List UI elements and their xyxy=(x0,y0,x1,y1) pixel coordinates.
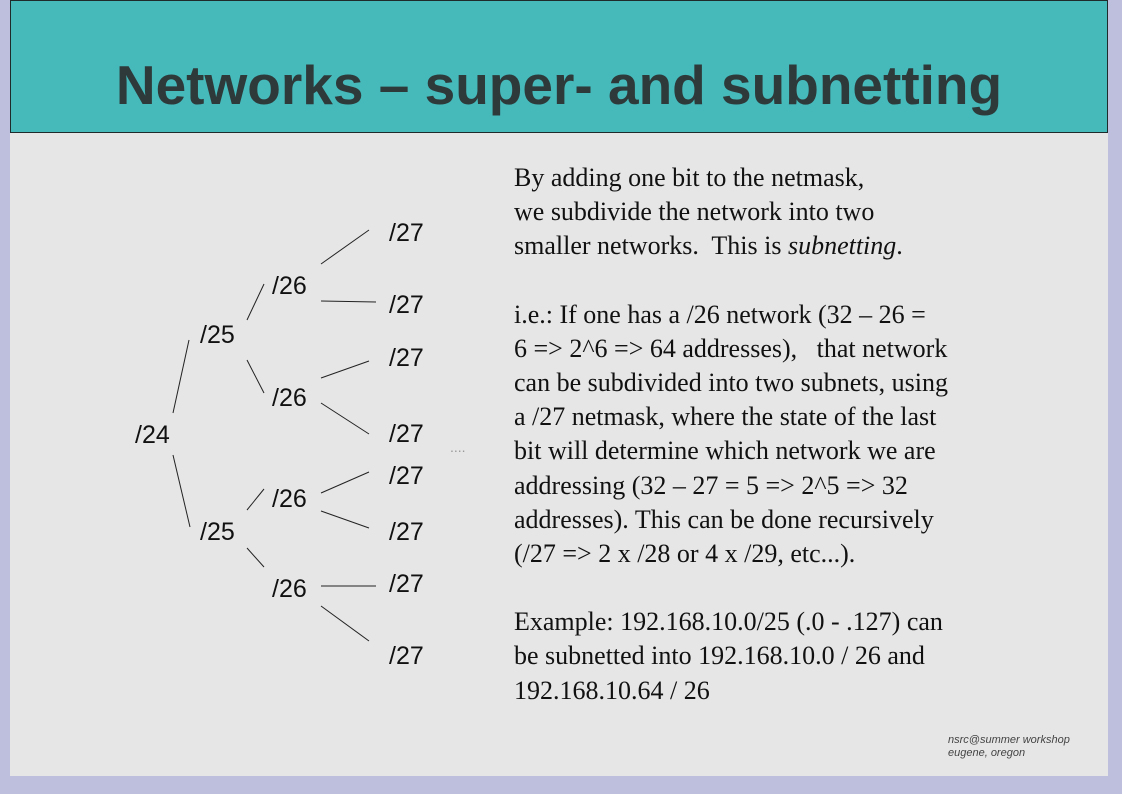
edge-25b-26c xyxy=(246,488,265,511)
node-27: /27 xyxy=(389,420,424,448)
subnet-tree-diagram: /24 /25 /25 /26 /26 /26 /26 /27 /27 /27 … xyxy=(135,219,466,670)
text-line: smaller networks. This is subnetting. xyxy=(514,229,1074,263)
text-line: Example: 192.168.10.0/25 (.0 - .127) can xyxy=(514,607,943,637)
subnetting-term: subnetting xyxy=(787,231,897,261)
text-line: i.e.: If one has a /26 network (32 – 26 … xyxy=(514,299,926,329)
edge-24-25a xyxy=(172,339,190,414)
node-25: /25 xyxy=(200,321,235,349)
text-line: By adding one bit to the netmask, xyxy=(514,163,865,192)
node-27: /27 xyxy=(389,642,424,670)
paragraph-gap xyxy=(514,264,1074,298)
node-26: /26 xyxy=(272,485,307,513)
edge-26c-27f xyxy=(320,510,370,529)
text-line: addressing (32 – 27 = 5 => 2^5 => 32 xyxy=(514,470,908,500)
title-bar: Networks – super- and subnetting xyxy=(10,0,1108,133)
text-line: 6 => 2^6 => 64 addresses), that network xyxy=(514,333,948,363)
paragraph-gap xyxy=(514,571,1074,605)
text-line: 192.168.10.64 / 26 xyxy=(514,675,710,705)
text-line: we subdivide the network into two xyxy=(514,197,875,227)
edge-26b-27d xyxy=(320,402,370,435)
node-26: /26 xyxy=(272,575,307,603)
node-27: /27 xyxy=(389,570,424,598)
edge-26d-27h xyxy=(320,605,370,642)
footer-line: nsrc@summer workshop xyxy=(948,734,1070,746)
footer-line: eugene, oregon xyxy=(948,747,1026,759)
ellipsis: .... xyxy=(450,439,466,455)
node-24: /24 xyxy=(135,421,170,449)
text-line: can be subdivided into two subnets, usin… xyxy=(514,368,949,398)
footer: nsrc@summer workshop eugene, oregon xyxy=(948,734,1070,760)
node-27: /27 xyxy=(389,219,424,247)
node-27: /27 xyxy=(389,291,424,319)
text-line: a /27 netmask, where the state of the la… xyxy=(514,402,937,432)
text-span: . xyxy=(896,231,903,261)
edge-25b-26d xyxy=(246,547,265,568)
node-26: /26 xyxy=(272,272,307,300)
edge-26a-27a xyxy=(320,229,370,265)
node-27: /27 xyxy=(389,462,424,490)
text-span: smaller networks. This is xyxy=(514,231,788,261)
explanation-text: By adding one bit to the netmask, we sub… xyxy=(514,161,1074,708)
slide-title: Networks – super- and subnetting xyxy=(115,54,1003,116)
node-25: /25 xyxy=(200,518,235,546)
edge-26b-27c xyxy=(320,360,370,379)
text-line: (/27 => 2 x /28 or 4 x /29, etc...). xyxy=(514,539,856,569)
edge-25a-26a xyxy=(246,283,265,321)
node-27: /27 xyxy=(389,518,424,546)
edge-25a-26b xyxy=(246,359,265,394)
edge-26c-27e xyxy=(320,471,370,494)
text-line: addresses). This can be done recursively xyxy=(514,504,934,534)
edge-26a-27b xyxy=(320,300,377,303)
text-line: be subnetted into 192.168.10.0 / 26 and xyxy=(514,641,925,671)
edge-24-25b xyxy=(172,454,191,528)
node-26: /26 xyxy=(272,384,307,412)
text-line: bit will determine which network we are xyxy=(514,436,936,466)
node-27: /27 xyxy=(389,344,424,372)
slide: Networks – super- and subnetting /24 /25… xyxy=(10,0,1108,776)
